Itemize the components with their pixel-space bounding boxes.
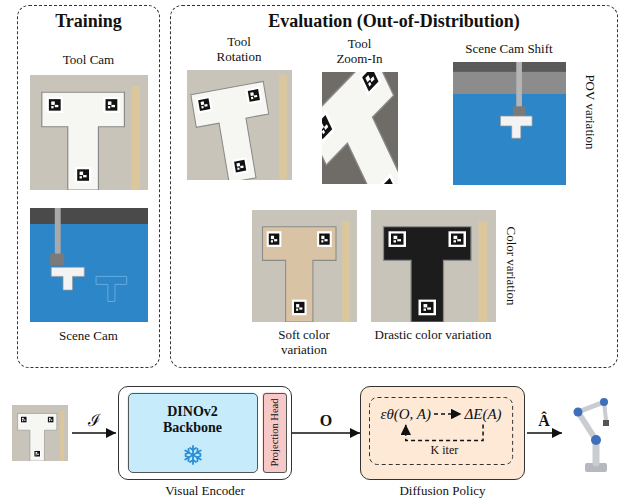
axis-label: Color variation <box>504 226 519 305</box>
panel-title: Evaluation (Out-of-Distribution) <box>171 11 617 32</box>
edge-label-holder: O <box>320 412 332 430</box>
input-arrow <box>72 432 116 434</box>
module-box: Diffusion Policyεθ(O, A)ΔE(A) <box>360 386 525 480</box>
image-caption: Drastic color variation <box>373 327 493 342</box>
dashed-frame <box>370 398 513 465</box>
math-term: εθ(O, A) <box>378 404 435 425</box>
camera-image: Scene Cam <box>30 208 148 322</box>
edge-label: K iter <box>431 444 459 458</box>
caption-holder: Visual Encoder <box>120 483 290 498</box>
backbone-box: DINOv2 Backbone <box>128 393 258 473</box>
camera-image: Scene Cam Shift <box>453 62 566 185</box>
caption-holder: Scene Cam Shift <box>444 41 574 56</box>
box-fill <box>128 393 258 473</box>
flow-arrow <box>434 413 462 415</box>
image-caption: Soft color variation <box>254 327 354 357</box>
math-label: εθ(O, A) <box>378 404 435 425</box>
flow-arrow <box>292 432 360 434</box>
image-caption: Tool Rotation <box>209 34 269 64</box>
image-caption: Tool Cam <box>24 52 154 67</box>
caption-holder: Tool Rotation <box>209 34 269 64</box>
box-label: DINOv2 Backbone <box>143 404 243 436</box>
label-holder: Color variation <box>504 226 519 305</box>
robot-arm <box>574 398 610 472</box>
drastic-color-photo <box>371 210 496 322</box>
scene-shift-photo <box>453 62 566 185</box>
box-fill <box>360 386 525 480</box>
image-caption: Tool Zoom-In <box>329 36 391 66</box>
label-holder: POV variation <box>583 74 598 149</box>
box-label: Projection Head <box>269 399 280 467</box>
projection-box: Projection Head <box>263 393 287 473</box>
camera-image: Tool Rotation <box>187 70 292 180</box>
panel-title: Training <box>18 11 159 32</box>
camera-image: Tool Cam <box>30 75 148 190</box>
caption-holder: Tool Zoom-In <box>329 36 391 66</box>
label-holder: Â <box>538 412 550 430</box>
action-arrow <box>527 432 562 434</box>
group-panel: TrainingTool CamScene Cam <box>17 5 160 368</box>
image-caption: Scene Cam Shift <box>444 41 574 56</box>
signal-symbol: ℐ <box>88 411 101 431</box>
frozen-snowflake <box>184 446 203 464</box>
edge-label: O <box>320 412 332 430</box>
math-term: ΔE(A) <box>462 404 505 425</box>
image-caption: Scene Cam <box>24 328 154 343</box>
module-title: Visual Encoder <box>120 483 290 498</box>
box-fill <box>118 386 292 480</box>
caption-holder: Soft color variation <box>254 327 354 357</box>
axis-label: POV variation <box>583 74 598 149</box>
signal-symbol: Â <box>538 412 550 430</box>
label-holder: ℐ <box>88 411 101 431</box>
camera-image: Tool Zoom-In <box>322 72 398 184</box>
tool-cam-photo <box>30 75 148 190</box>
input-photo <box>12 405 68 461</box>
module-title: Diffusion Policy <box>358 483 528 498</box>
math-label: ΔE(A) <box>462 404 505 425</box>
soft-color-photo <box>252 210 357 322</box>
group-panel: Evaluation (Out-of-Distribution)Tool Rot… <box>170 5 618 368</box>
camera-image: Soft color variation <box>252 210 357 322</box>
edge-label-holder: K iter <box>431 444 459 458</box>
scene-cam-photo <box>30 208 148 322</box>
module-box: Visual EncoderDINOv2 BackboneProjection … <box>118 386 292 480</box>
caption-holder: Scene Cam <box>24 328 154 343</box>
caption-holder: Drastic color variation <box>373 327 493 342</box>
box-fill <box>263 393 287 473</box>
camera-image: Drastic color variation <box>371 210 496 322</box>
tool-rotation-photo <box>187 70 292 187</box>
caption-holder: Diffusion Policy <box>358 483 528 498</box>
flow-arrow <box>406 425 483 441</box>
caption-holder: Tool Cam <box>24 52 154 67</box>
